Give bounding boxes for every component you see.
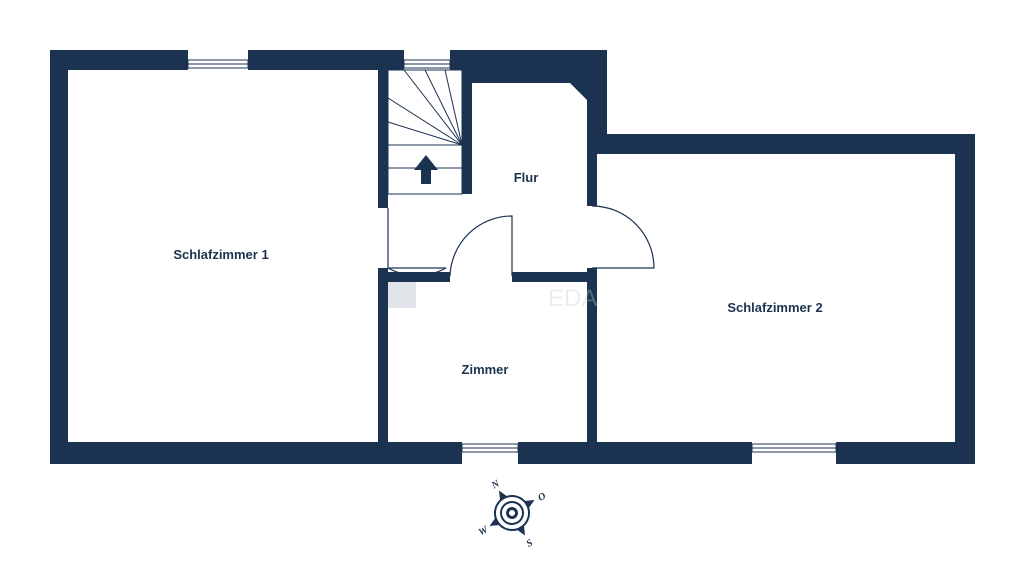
wall-right [955, 134, 975, 464]
wall-flur-zimmer-left [388, 272, 450, 282]
windows [187, 59, 837, 453]
compass-north: N [489, 478, 502, 492]
doors [387, 205, 655, 277]
wall-chamfer [450, 50, 607, 140]
wall-top-middle [248, 50, 404, 70]
wall-left [50, 50, 68, 464]
door-schlafzimmer2 [591, 205, 655, 269]
wall-right-wing-top [587, 134, 975, 154]
wall-top-left [50, 50, 188, 70]
room-label-schlafzimmer2: Schlafzimmer 2 [727, 300, 822, 315]
compass-rose-icon: N S W O [477, 478, 548, 550]
watermark: EDA [388, 282, 597, 312]
compass-west: W [477, 524, 491, 539]
wall-flur-sz2-upper [587, 140, 597, 206]
compass-south: S [525, 537, 536, 550]
wall-sz1-zimmer [378, 268, 388, 444]
door-zimmer [449, 215, 513, 277]
wall-flur-zimmer-right [512, 272, 592, 282]
wall-zimmer-sz2-lower [587, 268, 597, 444]
walls [50, 50, 975, 464]
stairs-up-arrow-icon [414, 155, 438, 184]
wall-bottom-middle [518, 442, 752, 464]
room-label-flur: Flur [514, 170, 539, 185]
watermark-text: EDA [548, 285, 597, 312]
compass-east: O [536, 491, 548, 504]
room-label-schlafzimmer1: Schlafzimmer 1 [173, 247, 268, 262]
room-label-zimmer: Zimmer [462, 362, 509, 377]
wall-stair-right [462, 70, 472, 194]
wall-bottom-left [50, 442, 462, 464]
door-schlafzimmer1 [387, 208, 447, 277]
wall-stair-left [378, 70, 388, 208]
wall-bottom-right [836, 442, 975, 464]
